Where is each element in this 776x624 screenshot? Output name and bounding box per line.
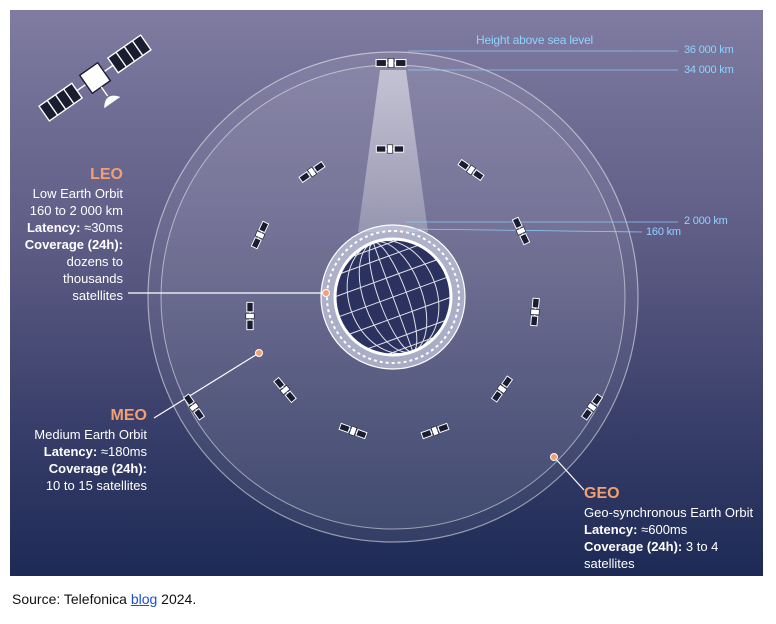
- altitude-160: 160 km: [646, 226, 681, 238]
- geo-title: GEO: [584, 484, 762, 504]
- geo-marker: [551, 454, 558, 461]
- meo-satellite: [246, 302, 254, 329]
- source-caption: Source: Telefonica blog 2024.: [12, 591, 196, 607]
- meo-label-block: MEO Medium Earth Orbit Latency: ≈180ms C…: [30, 406, 147, 494]
- infographic-panel: Height above sea level 36 000 km 34 000 …: [10, 10, 763, 576]
- meo-satellite: [376, 145, 403, 153]
- leo-range: 160 to 2 000 km: [15, 202, 123, 219]
- altitude-2000: 2 000 km: [684, 215, 728, 227]
- source-suffix: 2024.: [157, 591, 196, 607]
- height-header: Height above sea level: [476, 33, 593, 47]
- leo-title: LEO: [15, 165, 123, 185]
- altitude-34000: 34 000 km: [684, 64, 734, 76]
- leo-full-name: Low Earth Orbit: [15, 185, 123, 202]
- meo-coverage-label: Coverage (24h):: [30, 460, 147, 477]
- meo-full-name: Medium Earth Orbit: [30, 426, 147, 443]
- leo-latency: ≈30ms: [84, 220, 123, 235]
- geo-satellite: [376, 58, 406, 67]
- geo-full-name: Geo-synchronous Earth Orbit: [584, 504, 762, 521]
- geo-coverage-label: Coverage (24h):: [584, 539, 682, 554]
- meo-latency-label: Latency:: [44, 444, 97, 459]
- meo-latency: ≈180ms: [101, 444, 147, 459]
- source-prefix: Source: Telefonica: [12, 591, 131, 607]
- meo-coverage: 10 to 15 satellites: [30, 477, 147, 494]
- altitude-36000: 36 000 km: [684, 44, 734, 56]
- meo-marker: [256, 350, 263, 357]
- leo-label-block: LEO Low Earth Orbit 160 to 2 000 km Late…: [15, 165, 123, 304]
- leo-coverage-1: dozens to thousands: [15, 253, 123, 287]
- geo-label-block: GEO Geo-synchronous Earth Orbit Latency:…: [584, 484, 762, 572]
- meo-title: MEO: [30, 406, 147, 426]
- geo-latency: ≈600ms: [641, 522, 687, 537]
- leo-coverage-label: Coverage (24h):: [15, 236, 123, 253]
- blog-link[interactable]: blog: [131, 591, 157, 607]
- geo-latency-label: Latency:: [584, 522, 637, 537]
- leo-latency-label: Latency:: [27, 220, 80, 235]
- leo-marker: [323, 290, 330, 297]
- satellite-icon: [38, 33, 163, 138]
- leo-coverage-2: satellites: [15, 287, 123, 304]
